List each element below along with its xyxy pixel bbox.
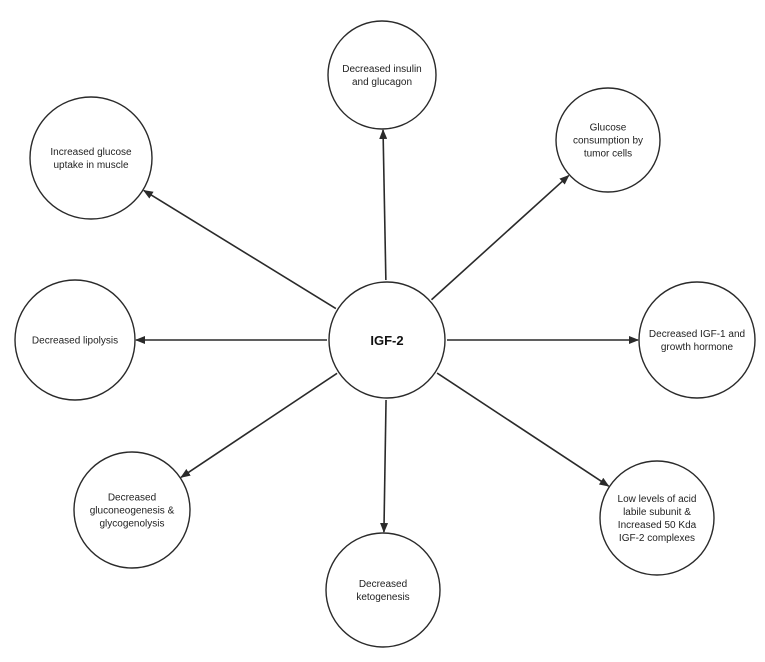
node-label-gluconeogenesis-line-1: Decreased: [108, 493, 156, 504]
node-label-ketogenesis-line-2: ketogenesis: [356, 592, 409, 603]
node-igf1-gh: Decreased IGF-1 and growth hormone: [638, 281, 756, 399]
node-circle-insulin-glucagon: [327, 20, 437, 130]
node-label-gluconeogenesis-line-2: gluconeogenesis &: [90, 506, 175, 517]
node-glucose-consumption: Glucose consumption by tumor cells: [555, 87, 661, 193]
node-label-glucose-consumption-line-1: Glucose: [590, 123, 627, 134]
node-label-glucose-uptake-line-2: uptake in muscle: [53, 160, 128, 171]
node-circle-glucose-consumption: [555, 87, 661, 193]
node-label-gluconeogenesis-line-3: glycogenolysis: [99, 519, 164, 530]
arrows-layer: [135, 128, 639, 534]
arrow-to-ketogenesis: [380, 399, 389, 534]
arrow-to-acid-labile: [436, 372, 610, 487]
node-label-glucose-consumption-line-3: tumor cells: [584, 149, 632, 160]
node-label-insulin-glucagon-line-2: and glucagon: [352, 77, 412, 88]
node-ketogenesis: Decreased ketogenesis: [325, 532, 441, 648]
node-circle-acid-labile: [599, 460, 715, 576]
node-acid-labile: Low levels of acid labile subunit & Increa…: [599, 460, 715, 576]
node-label-acid-labile-line-1: Low levels of acid: [618, 494, 697, 505]
node-label-igf1-gh-line-1: Decreased IGF-1 and: [649, 329, 745, 340]
center-label: IGF-2: [370, 333, 403, 348]
node-glucose-uptake: Increased glucose uptake in muscle: [29, 96, 153, 220]
arrow-to-glucose-uptake: [142, 189, 337, 310]
node-circle-igf1-gh: [638, 281, 756, 399]
node-circle-ketogenesis: [325, 532, 441, 648]
node-label-glucose-consumption-line-2: consumption by: [573, 136, 643, 147]
node-label-insulin-glucagon-line-1: Decreased insulin: [342, 64, 422, 75]
node-label-lipolysis-line-1: Decreased lipolysis: [32, 336, 118, 347]
arrow-to-glucose-consumption: [430, 174, 570, 301]
arrow-to-insulin-glucagon: [379, 128, 388, 281]
node-circle-gluconeogenesis: [73, 451, 191, 569]
node-circle-lipolysis: [14, 279, 136, 401]
node-label-acid-labile-line-2: labile subunit &: [623, 507, 691, 518]
node-label-glucose-uptake-line-1: Increased glucose: [50, 147, 132, 158]
node-igf2: IGF-2: [328, 281, 446, 399]
node-label-igf1-gh-line-2: growth hormone: [661, 342, 734, 353]
node-circle-glucose-uptake: [29, 96, 153, 220]
node-label-ketogenesis-line-1: Decreased: [359, 579, 407, 590]
arrow-to-gluconeogenesis: [180, 372, 338, 478]
node-lipolysis: Decreased lipolysis: [14, 279, 136, 401]
node-insulin-glucagon: Decreased insulin and glucagon: [327, 20, 437, 130]
center-circle: [328, 281, 446, 399]
node-label-acid-labile-line-3: Increased 50 Kda: [618, 520, 697, 531]
node-label-acid-labile-line-4: IGF-2 complexes: [619, 533, 695, 544]
node-gluconeogenesis: Decreased gluconeogenesis & glycogenolysis: [73, 451, 191, 569]
